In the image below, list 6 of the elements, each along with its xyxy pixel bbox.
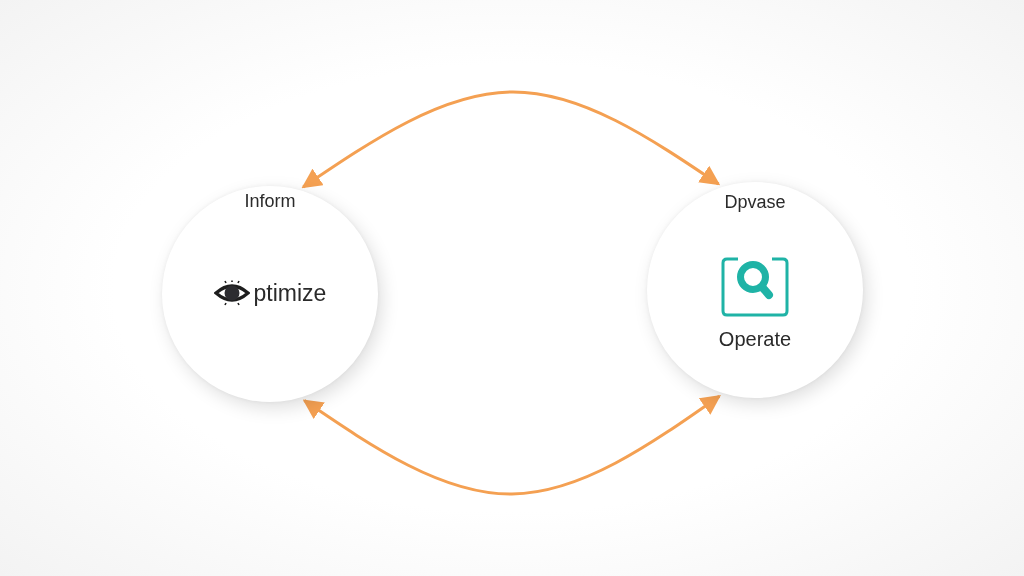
node-label: ptimize	[253, 279, 327, 307]
double-headed-arrow	[302, 394, 721, 496]
node-heading: Dpvase	[724, 191, 786, 213]
node-label: Operate	[718, 327, 792, 351]
node-heading: Inform	[244, 190, 296, 212]
double-headed-arrow	[301, 90, 721, 189]
